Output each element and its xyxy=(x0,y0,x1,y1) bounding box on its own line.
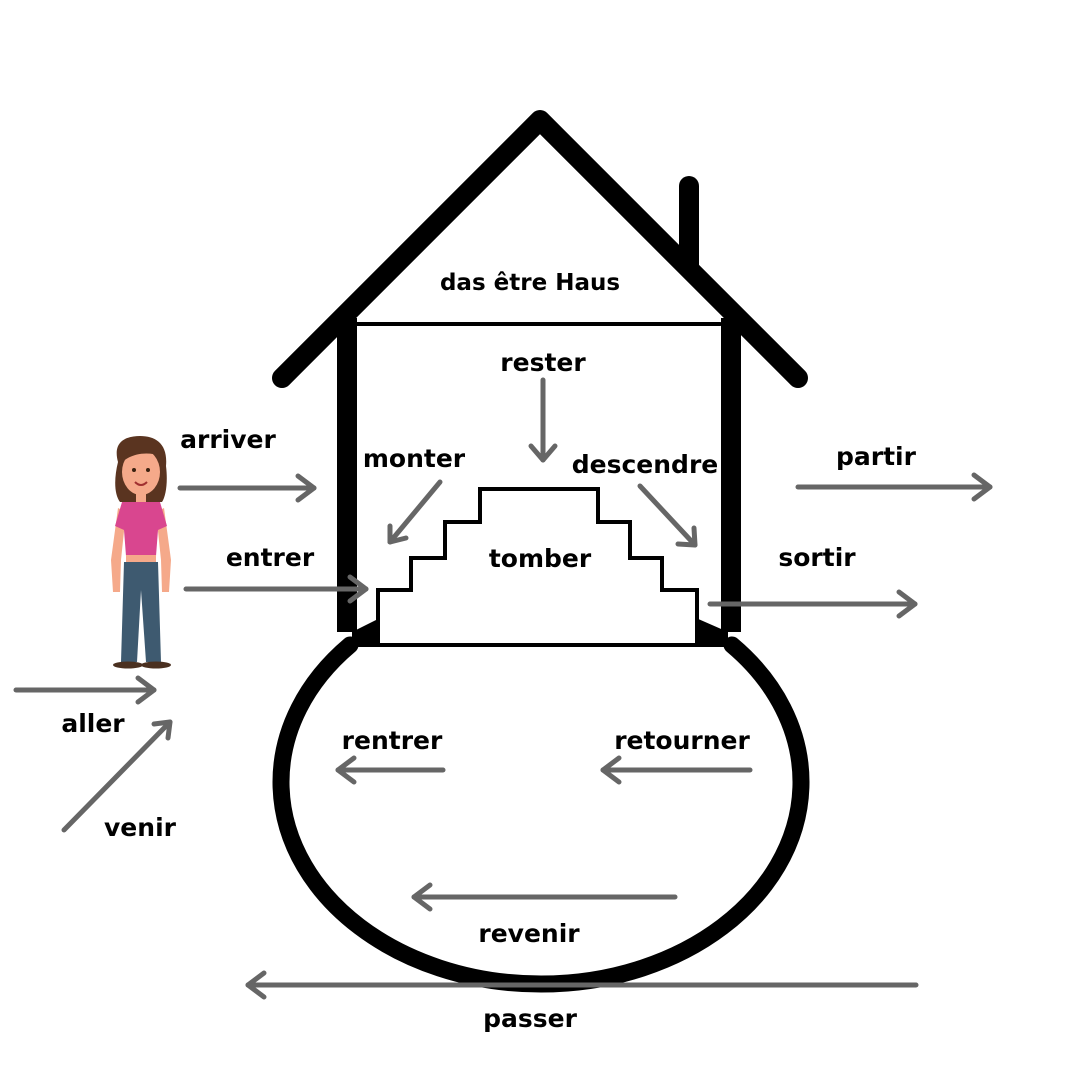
label-venir: venir xyxy=(104,813,177,842)
arrow-revenir xyxy=(411,882,678,912)
label-rentrer: rentrer xyxy=(342,726,443,755)
arrow-arriver xyxy=(177,473,317,503)
label-descendre: descendre xyxy=(572,450,718,479)
arrow-monter xyxy=(387,479,443,545)
label-tomber: tomber xyxy=(489,544,592,573)
arrows xyxy=(13,377,993,1000)
arrow-partir xyxy=(795,472,993,502)
label-sortir: sortir xyxy=(778,543,856,572)
arrow-sortir xyxy=(707,589,918,619)
label-retourner: retourner xyxy=(614,726,750,755)
arrow-passer xyxy=(245,970,919,1000)
staircase xyxy=(376,487,699,645)
arrow-descendre xyxy=(637,483,698,548)
label-partir: partir xyxy=(836,442,917,471)
label-aller: aller xyxy=(61,709,125,738)
label-passer: passer xyxy=(483,1004,577,1033)
arrow-retourner xyxy=(600,755,753,785)
label-arriver: arriver xyxy=(180,425,276,454)
house-roof xyxy=(272,110,808,388)
label-revenir: revenir xyxy=(478,919,580,948)
label-entrer: entrer xyxy=(226,543,315,572)
label-rester: rester xyxy=(500,348,586,377)
left-stair-shadow xyxy=(352,618,380,645)
house-title: das être Haus xyxy=(440,270,620,296)
arrow-venir xyxy=(61,719,173,833)
arrow-rentrer xyxy=(335,755,446,785)
label-monter: monter xyxy=(363,444,466,473)
woman-figure-icon xyxy=(111,436,171,669)
arrow-rester xyxy=(528,377,558,463)
right-stair-shadow xyxy=(696,618,728,645)
arrow-entrer xyxy=(183,574,369,604)
arrow-aller xyxy=(13,675,157,705)
